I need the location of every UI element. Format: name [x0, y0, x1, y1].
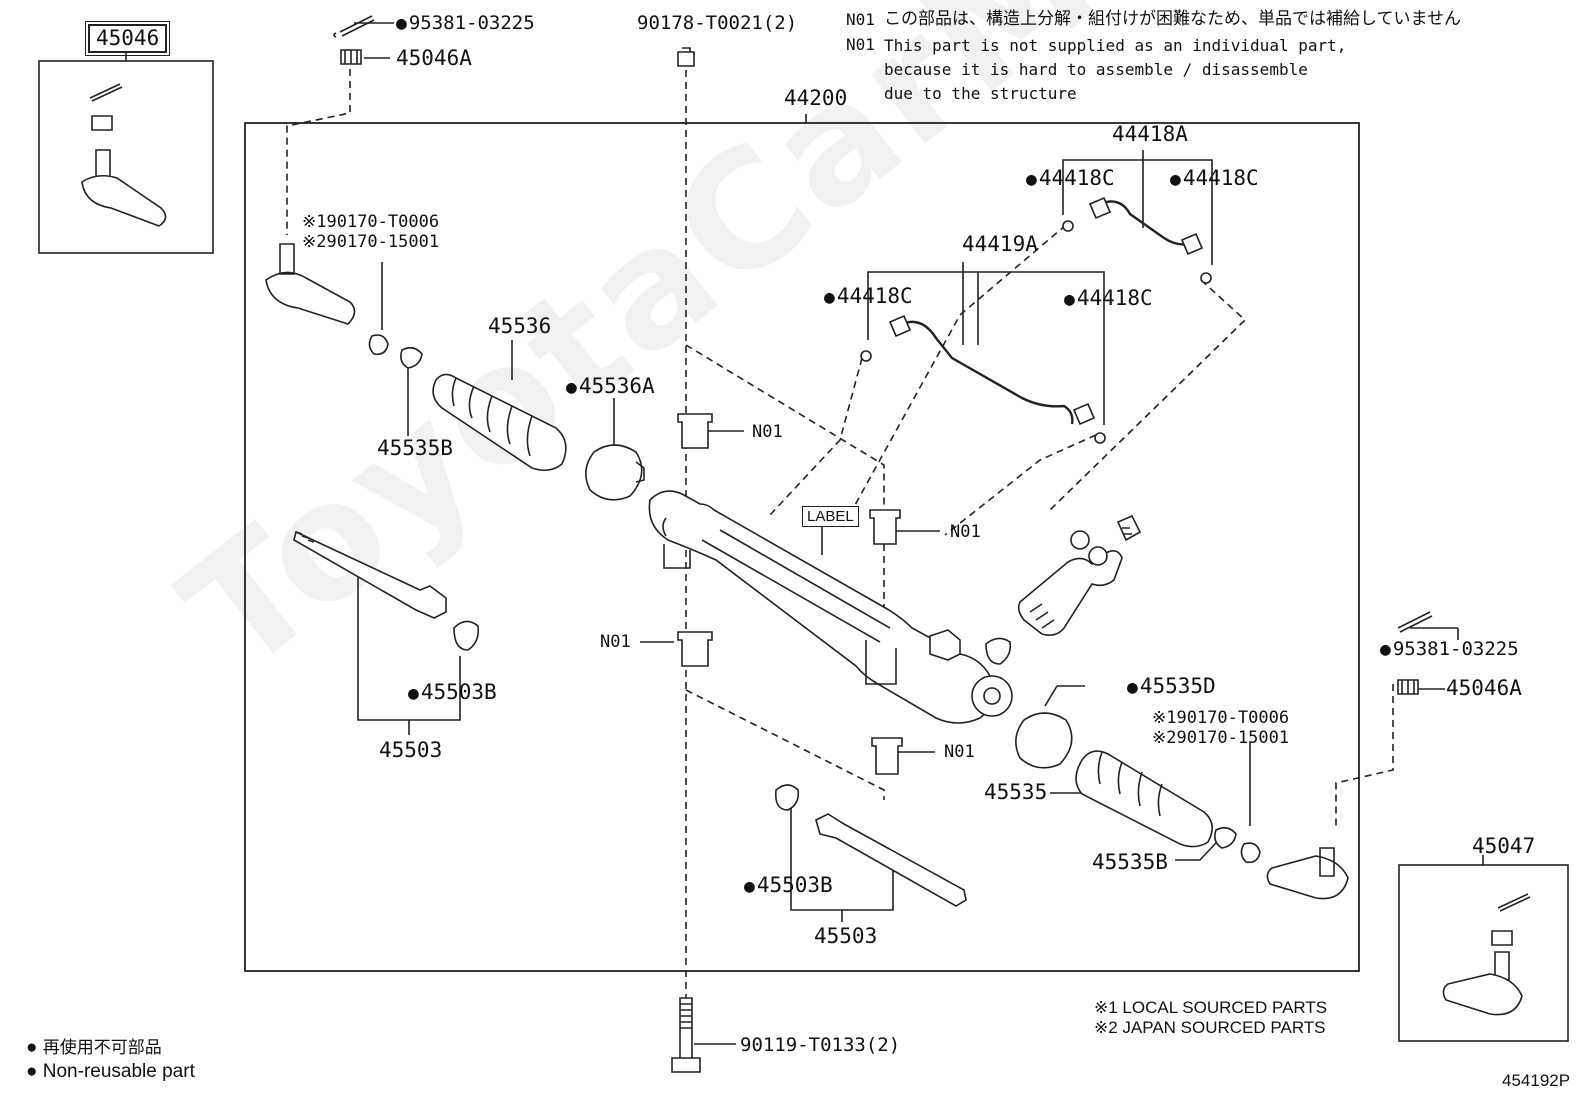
n01-label-1: N01	[752, 422, 783, 442]
note-n01-en-2: because it is hard to assemble / disasse…	[884, 60, 1308, 79]
part-label-44418C-1: 44418C	[1026, 168, 1115, 189]
part-label-45046: 45046	[84, 21, 171, 56]
part-label-45503-right: 45503	[814, 924, 878, 948]
bushing-2	[869, 509, 901, 545]
bolt-top	[677, 47, 695, 67]
note-n01-en-1: This part is not supplied as an individu…	[884, 36, 1347, 55]
part-label-45535B-left: 45535B	[377, 436, 453, 460]
sourcing-local: ※1 LOCAL SOURCED PARTS	[1094, 998, 1328, 1017]
figure-code: 454192P	[1502, 1071, 1571, 1090]
sourced-label-190170-right: ※190170-T0006	[1152, 708, 1290, 728]
inner-tie-rod-left	[293, 530, 447, 619]
part-label-45503B-right: 45503B	[744, 875, 833, 896]
castle-nut-left	[340, 49, 362, 65]
band-45535D	[1015, 712, 1073, 769]
part-label-95381-right: 95381-03225	[1380, 640, 1519, 659]
part-label-90178: 90178-T0021(2)	[637, 12, 798, 34]
part-label-45536A: 45536A	[566, 376, 655, 397]
bolt-bottom	[671, 997, 701, 1073]
boot-left	[432, 373, 567, 472]
part-label-45046A-right: 45046A	[1446, 676, 1522, 700]
bushing-3	[677, 631, 713, 667]
legend-jp-text: 再使用不可部品	[42, 1038, 162, 1058]
cotter-pin-left	[333, 15, 375, 38]
assembly-frame	[244, 122, 1360, 972]
legend-dot-en: ●	[26, 1061, 38, 1082]
pipe-44418A	[1099, 200, 1189, 246]
tie-rod-end-right	[1266, 847, 1349, 900]
sourced-label-290170-right: ※290170-15001	[1152, 728, 1290, 748]
part-label-45535: 45535	[984, 780, 1048, 804]
part-label-44418A: 44418A	[1112, 122, 1188, 146]
inner-tie-rod-right	[815, 813, 967, 907]
part-label-45535D: 45535D	[1127, 676, 1216, 697]
boot-right	[1075, 750, 1213, 848]
part-label-45046A-left: 45046A	[396, 46, 472, 70]
bushing-1	[677, 413, 713, 449]
pinion-valve	[1017, 550, 1123, 636]
sourced-label-290170-left: ※290170-15001	[302, 232, 440, 252]
n01-label-3: N01	[600, 632, 631, 652]
n01-label-2: N01	[950, 522, 981, 542]
note-n01-label-2: N01	[846, 35, 875, 54]
n01-label-4: N01	[944, 742, 975, 762]
part-label-90119: 90119-T0133(2)	[740, 1034, 901, 1056]
part-label-45503-left: 45503	[379, 738, 443, 762]
part-label-44418C-2: 44418C	[1170, 168, 1259, 189]
part-label-44419A: 44419A	[962, 232, 1038, 256]
part-label-95381-left: 95381-03225	[396, 14, 535, 33]
part-label-45047: 45047	[1472, 834, 1536, 858]
tie-rod-end-left	[265, 243, 356, 325]
part-label-45535B-right: 45535B	[1092, 850, 1168, 874]
label-tag: LABEL	[802, 506, 859, 527]
legend-en-text: Non-reusable part	[42, 1061, 195, 1082]
band-45536A	[585, 444, 643, 501]
part-label-45536: 45536	[488, 314, 552, 338]
inset-45047	[1398, 864, 1569, 1042]
legend-en: ● Non-reusable part	[26, 1062, 195, 1081]
inset-45046	[38, 60, 214, 254]
note-n01-label-1: N01	[846, 10, 875, 29]
note-n01-jp: この部品は、構造上分解・組付けが困難なため、単品では補給していません	[884, 9, 1461, 29]
bushing-4	[871, 737, 903, 775]
note-n01-en-3: due to the structure	[884, 84, 1077, 103]
part-label-45503B-left: 45503B	[408, 682, 497, 703]
pipe-44419A	[901, 320, 1074, 425]
part-label-44200: 44200	[784, 86, 848, 110]
sourced-label-190170-left: ※190170-T0006	[302, 212, 440, 232]
sourcing-japan: ※2 JAPAN SOURCED PARTS	[1094, 1018, 1326, 1037]
legend-dot-jp: ●	[26, 1037, 38, 1058]
part-label-44418C-4: 44418C	[1064, 288, 1153, 309]
legend-jp: ● 再使用不可部品	[26, 1038, 162, 1057]
part-label-44418C-3: 44418C	[824, 286, 913, 307]
